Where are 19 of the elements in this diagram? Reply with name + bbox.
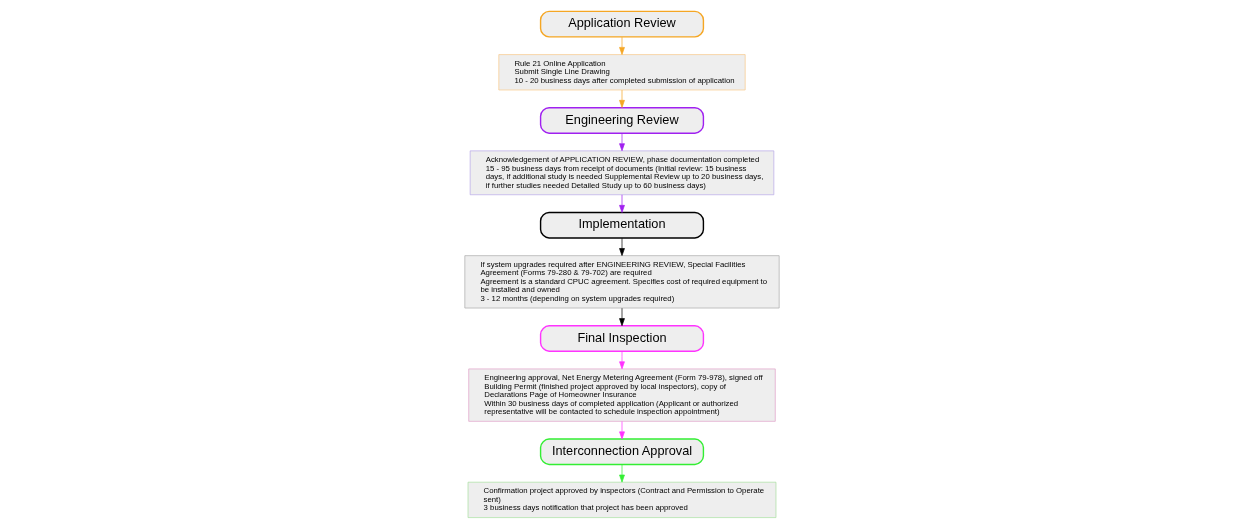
node-box: Engineering approval, Net Energy Metering Agreement (Form 79-978), signed off Building Permit (finished project approved by local inspectors), copy of Declarations Page of Homeowner Insurance Within 30 business days of completed application (Applicant or authorized representative will be contacted to schedule inspection appointment) <box>467 368 776 422</box>
node-box: If system upgrades required after ENGINEERING REVIEW, Special Facilities Agreement (Forms 79-280 & 79-702) are required Agreement is a standard CPUC agreement. Specifies cost of required equipment to be installed and owned 3 - 12 months (depending on system upgrades required) <box>463 255 780 309</box>
arrow <box>618 89 625 108</box>
node-box: Rule 21 Online Application Submit Single Line Drawing 10 - 20 business days after completed submission of application <box>497 54 746 91</box>
node-box: Confirmation project approved by inspectors (Contract and Permission to Operate sent) 3 business days notification that project has been approved <box>467 481 776 518</box>
arrow <box>618 464 625 483</box>
arrow <box>618 307 625 326</box>
arrow <box>618 237 625 256</box>
arrow <box>618 194 625 213</box>
arrow <box>618 36 625 55</box>
arrow <box>618 351 625 370</box>
arrow <box>618 132 625 152</box>
arrow <box>618 421 625 440</box>
node-box: Implementation <box>539 211 704 239</box>
node-box: Interconnection Approval <box>539 438 704 466</box>
node-box: Final Inspection <box>539 325 704 352</box>
node-box: Application Review <box>539 10 704 38</box>
node-box: Acknowledgement of APPLICATION REVIEW, phase documentation completed 15 - 95 business days from receipt of documents (Initial review: 15 business days, if additional study is needed Supplemental Review up to 20 business days, if further studies needed Detailed Study up to 60 business days) <box>469 150 774 196</box>
node-box: Engineering Review <box>539 107 704 134</box>
